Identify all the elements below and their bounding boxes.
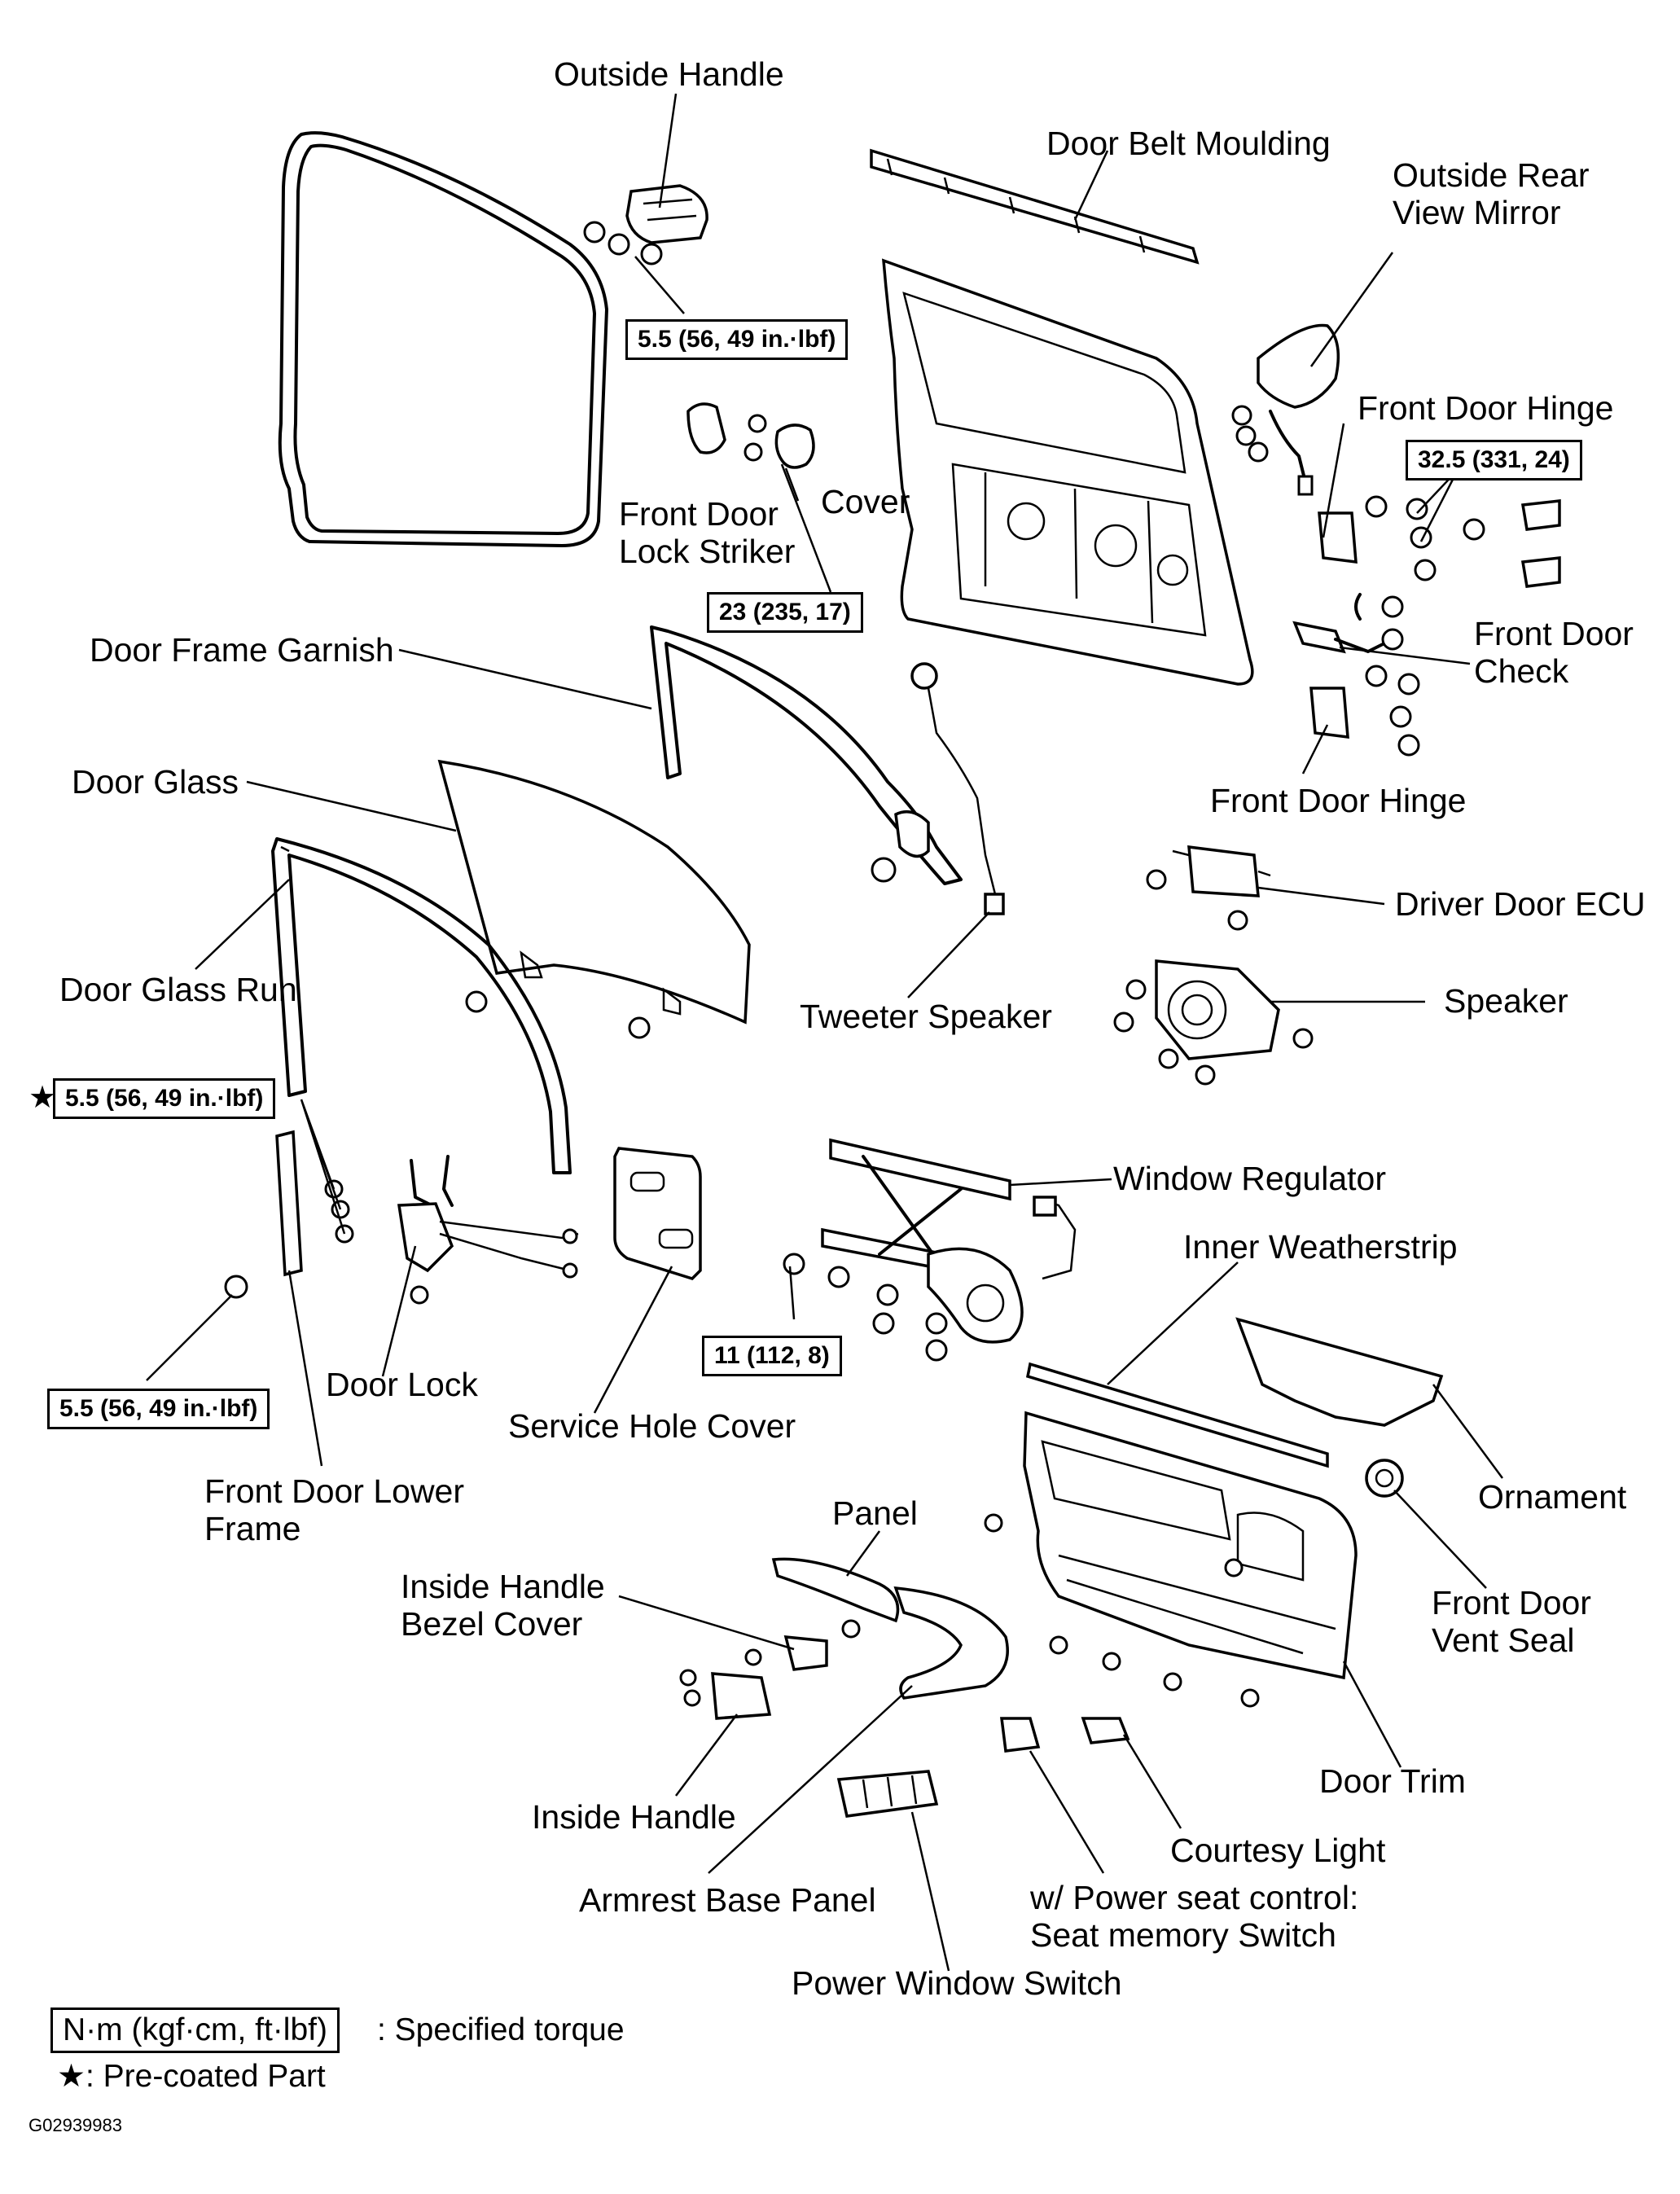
panel-part (771, 1557, 900, 1623)
door-glass-run-part (271, 837, 572, 1174)
torque-regulator: 11 (112, 8) (702, 1336, 842, 1376)
driver-door-ecu-part (1146, 845, 1271, 931)
torque-hinge: 32.5 (331, 24) (1406, 440, 1582, 480)
label-front-door-lock-striker-line1: Front Door (619, 495, 779, 533)
label-tweeter-speaker: Tweeter Speaker (800, 998, 1052, 1035)
label-courtesy-light: Courtesy Light (1170, 1832, 1386, 1869)
label-front-door-lower-frame-line1: Front Door Lower (204, 1472, 465, 1510)
armrest-base-panel-part (841, 1586, 1009, 1700)
courtesy-light-part (1081, 1717, 1130, 1744)
label-door-trim: Door Trim (1319, 1762, 1466, 1800)
label-door-lock: Door Lock (326, 1366, 478, 1403)
legend-torque-unit-box: N·m (kgf·cm, ft·lbf) (50, 2008, 340, 2053)
label-inside-handle: Inside Handle (532, 1798, 736, 1836)
label-service-hole-cover: Service Hole Cover (508, 1407, 796, 1445)
label-front-door-hinge-top: Front Door Hinge (1358, 389, 1614, 427)
label-power-window-switch: Power Window Switch (792, 1964, 1122, 2002)
label-front-door-lower-frame-line2: Frame (204, 1510, 301, 1547)
label-inner-weatherstrip: Inner Weatherstrip (1183, 1228, 1458, 1266)
label-seat-memory-switch-line2: Seat memory Switch (1030, 1916, 1336, 1954)
front-door-hinge-upper-part (1318, 495, 1561, 588)
torque-striker: 23 (235, 17) (707, 592, 863, 633)
front-door-lower-frame-part (224, 1130, 303, 1299)
door-belt-moulding-part (870, 148, 1200, 265)
door-lock-part (397, 1155, 579, 1305)
front-door-lock-striker-part (686, 402, 815, 469)
seat-memory-switch-part (1000, 1717, 1041, 1753)
label-door-frame-garnish: Door Frame Garnish (90, 631, 394, 669)
label-door-glass-run: Door Glass Run (59, 971, 297, 1008)
label-inside-handle-bezel-cover-line2: Bezel Cover (401, 1605, 583, 1643)
torque-outside-handle: 5.5 (56, 49 in.·lbf) (625, 319, 849, 360)
outside-handle-part (583, 184, 708, 265)
label-door-glass: Door Glass (72, 763, 239, 801)
door-weatherstrip-part (278, 131, 608, 547)
leader-lines (146, 93, 1504, 1972)
label-outside-rear-view-mirror-line1: Outside Rear (1393, 156, 1590, 194)
outside-mirror-part (1231, 323, 1340, 496)
torque-lower-frame: 5.5 (56, 49 in.·lbf) (47, 1389, 270, 1429)
ornament-part (1235, 1317, 1444, 1427)
label-outside-rear-view-mirror-line2: View Mirror (1393, 194, 1561, 231)
power-window-switch-part (836, 1770, 939, 1818)
front-door-vent-seal-part (1365, 1459, 1404, 1498)
label-front-door-check-line2: Check (1474, 652, 1569, 690)
legend-precoated: ★: Pre-coated Part (57, 2059, 326, 2094)
legend-torque-description: : Specified torque (377, 2012, 625, 2047)
label-panel: Panel (832, 1494, 918, 1532)
inside-handle-part (679, 1648, 772, 1720)
label-front-door-vent-seal-line2: Vent Seal (1432, 1621, 1575, 1659)
inner-weatherstrip-part (1025, 1362, 1329, 1468)
label-armrest-base-panel: Armrest Base Panel (579, 1881, 876, 1919)
front-door-hinge-lower-part (1309, 665, 1420, 757)
label-front-door-lock-striker-line2: Lock Striker (619, 533, 796, 570)
speaker-part (1113, 959, 1314, 1086)
service-hole-cover-part (613, 1147, 702, 1280)
label-cover: Cover (821, 483, 910, 520)
label-speaker: Speaker (1444, 982, 1568, 1020)
door-frame-garnish-part (650, 625, 963, 885)
label-outside-handle: Outside Handle (554, 55, 784, 93)
star-precoated-marker: ★ (29, 1081, 57, 1115)
label-front-door-hinge-bottom: Front Door Hinge (1210, 782, 1467, 819)
label-inside-handle-bezel-cover-line1: Inside Handle (401, 1568, 605, 1605)
label-front-door-vent-seal-line1: Front Door (1432, 1584, 1591, 1621)
figure-code: G02939983 (29, 2115, 122, 2135)
label-window-regulator: Window Regulator (1113, 1160, 1386, 1197)
label-seat-memory-switch-line1: w/ Power seat control: (1030, 1879, 1359, 1916)
label-door-belt-moulding: Door Belt Moulding (1046, 125, 1331, 162)
label-front-door-check-line1: Front Door (1474, 615, 1634, 652)
tweeter-speaker-part (871, 662, 1005, 915)
torque-glass-run-precoated: 5.5 (56, 49 in.·lbf) (53, 1078, 276, 1119)
front-door-check-part (1292, 593, 1404, 654)
inside-handle-bezel-cover-part (783, 1635, 828, 1671)
door-glass-part (437, 759, 751, 1039)
window-regulator-part (783, 1138, 1077, 1362)
door-trim-part (984, 1411, 1358, 1708)
door-shell-part (882, 258, 1254, 686)
label-ornament: Ornament (1478, 1478, 1627, 1516)
label-driver-door-ecu: Driver Door ECU (1395, 885, 1646, 923)
